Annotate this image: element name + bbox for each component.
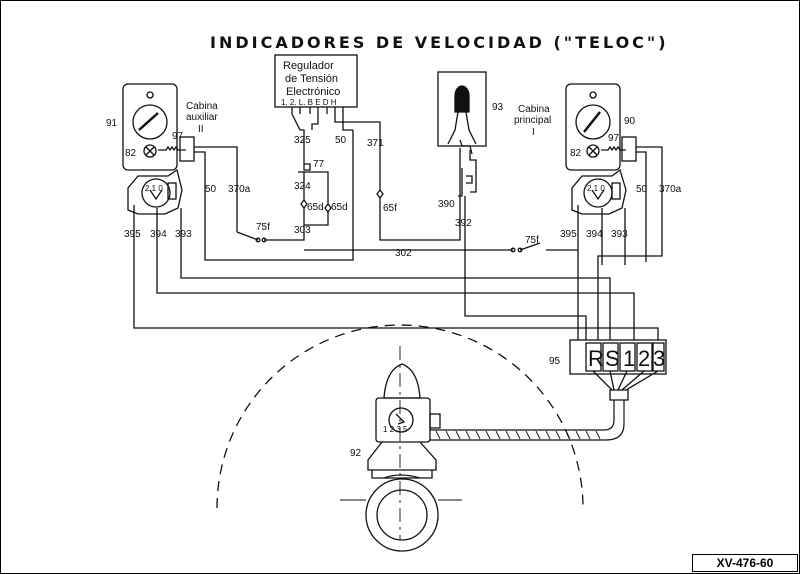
gauge-terminals-left: 2 1 0 — [145, 184, 163, 193]
wire-394-right: 394 — [586, 229, 603, 240]
label-97-right: 97 — [608, 133, 620, 144]
wire-65d-a: 65d — [307, 202, 324, 213]
label-82-right: 82 — [570, 148, 582, 159]
wheel-outline — [216, 324, 584, 509]
regulator-label-2: de Tensión — [285, 73, 338, 85]
wire-50-left: 50 — [205, 184, 217, 195]
sensor-92-cap — [383, 363, 421, 399]
wire-50-top: 50 — [335, 135, 347, 146]
wire-303: 303 — [294, 225, 311, 236]
cabin-aux-roman: II — [198, 124, 204, 135]
regulator-terminals: 1. 2. L. B E D H — [281, 98, 337, 107]
wire-370a-left: 370a — [228, 184, 251, 195]
wire-390: 390 — [438, 199, 455, 210]
cabin-aux-label-1: Cabina — [186, 101, 218, 112]
wire-65f: 65f — [383, 203, 397, 214]
wire-370a-right: 370a — [659, 184, 682, 195]
indicator-90-housing — [571, 168, 627, 215]
label-77: 77 — [313, 159, 325, 170]
wire-65d-b: 65d — [331, 202, 348, 213]
diagram-title: INDICADORES DE VELOCIDAD ("TELOC") — [210, 33, 669, 52]
wire-302: 302 — [395, 248, 412, 259]
speedometer-90-housing — [565, 83, 621, 171]
wire-324: 324 — [294, 181, 311, 192]
indicator-91-housing — [127, 168, 183, 215]
cabin-main-label-1: Cabina — [518, 104, 550, 115]
label-75f-right: 75f — [525, 235, 539, 246]
connector-pin-1: 1 — [623, 346, 635, 371]
voltage-regulator-box — [274, 54, 358, 108]
axle-outer — [365, 478, 439, 552]
connector-pin-3: 3 — [653, 346, 665, 371]
regulator-label-3: Electrónico — [286, 86, 340, 98]
gauge-terminals-right: 2 1 0 — [587, 184, 605, 193]
label-93: 93 — [492, 102, 504, 113]
wire-371: 371 — [367, 138, 384, 149]
wire-392: 392 — [455, 218, 472, 229]
connector-pin-s: S — [605, 346, 620, 371]
connector-pin-2: 2 — [638, 346, 650, 371]
cabin-main-label-2: principal — [514, 115, 551, 126]
label-82-left: 82 — [125, 148, 137, 159]
label-92: 92 — [350, 448, 362, 459]
label-95: 95 — [549, 356, 561, 367]
wire-393-left: 393 — [175, 229, 192, 240]
wire-393-right: 393 — [611, 229, 628, 240]
label-97-left: 97 — [172, 131, 184, 142]
sensor-terminals: 1 2 3 5 — [383, 425, 408, 434]
label-90: 90 — [624, 116, 636, 127]
speedometer-91-dial — [132, 104, 168, 140]
sensor-92-body — [375, 397, 431, 443]
wire-325: 325 — [294, 135, 311, 146]
wire-394-left: 394 — [150, 229, 167, 240]
wire-395-left: 395 — [124, 229, 141, 240]
label-75f-left: 75f — [256, 222, 270, 233]
connector-95 — [569, 339, 667, 375]
speedometer-90-dial — [575, 104, 611, 140]
wire-395-right: 395 — [560, 229, 577, 240]
cabin-aux-label-2: auxiliar — [186, 112, 218, 123]
regulator-label-1: Regulador — [283, 60, 334, 72]
cabin-main-roman: I — [532, 127, 535, 138]
speedometer-91-housing — [122, 83, 178, 171]
connector-pin-r: R — [588, 346, 604, 371]
wire-50-right: 50 — [636, 184, 648, 195]
drawing-reference: XV-476-60 — [692, 554, 798, 572]
label-91: 91 — [106, 118, 118, 129]
